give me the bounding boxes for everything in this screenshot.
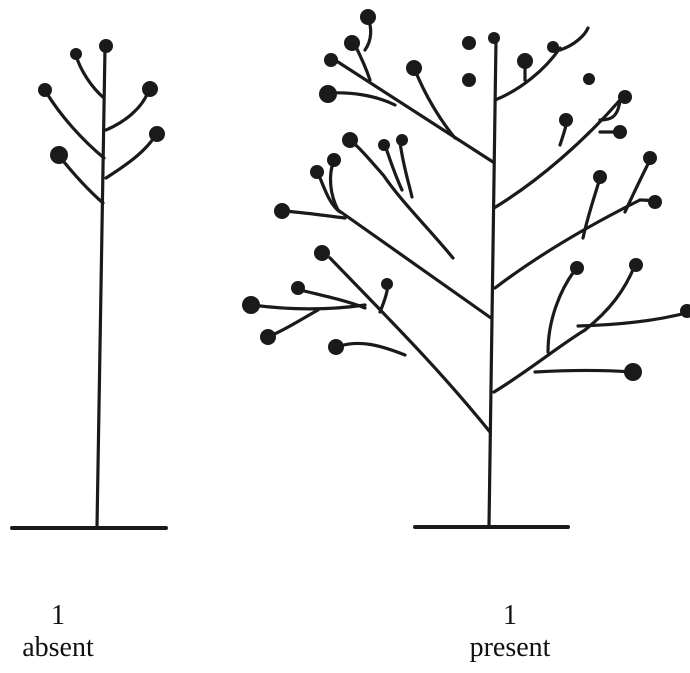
bud — [291, 281, 305, 295]
bud — [618, 90, 632, 104]
bud — [593, 170, 607, 184]
side-branch — [104, 134, 157, 180]
twig — [281, 209, 347, 220]
twig — [250, 303, 367, 311]
twig — [583, 263, 637, 332]
bud — [624, 363, 642, 381]
side-branch — [58, 155, 105, 205]
bud — [342, 132, 358, 148]
bud — [344, 35, 360, 51]
bud — [260, 329, 276, 345]
bud — [242, 296, 260, 314]
caption-present: 1 present — [450, 600, 570, 664]
bud — [629, 258, 643, 272]
side-branch — [104, 90, 150, 132]
branch — [336, 208, 493, 320]
bud — [327, 153, 341, 167]
bud — [149, 126, 165, 142]
bud — [274, 203, 290, 219]
bud — [583, 73, 595, 85]
main-stem-right — [487, 38, 498, 528]
twig — [398, 140, 414, 199]
bud — [50, 146, 68, 164]
bud — [378, 139, 390, 151]
panel-number-right: 1 — [503, 600, 517, 631]
twig — [558, 26, 590, 52]
bud — [648, 195, 662, 209]
bud — [99, 39, 113, 53]
branch — [493, 198, 642, 290]
side-branch — [74, 53, 106, 100]
twig — [623, 158, 652, 214]
bud — [381, 278, 393, 290]
twig — [576, 310, 690, 328]
plant-present — [242, 9, 690, 529]
branch — [493, 46, 562, 102]
bud — [310, 165, 324, 179]
bud — [324, 53, 338, 67]
bud — [517, 53, 533, 69]
twig — [413, 68, 457, 140]
bud — [488, 32, 500, 44]
bud — [406, 60, 422, 76]
bud — [462, 73, 476, 87]
bud — [547, 41, 559, 53]
bud — [462, 36, 476, 50]
bud — [314, 245, 330, 261]
twig — [598, 98, 622, 122]
side-branch — [44, 90, 106, 160]
bud — [559, 113, 573, 127]
bud — [319, 85, 337, 103]
branch — [336, 60, 495, 164]
twig — [348, 138, 455, 260]
twig — [298, 288, 367, 310]
bud — [613, 125, 627, 139]
branch — [492, 328, 587, 394]
panel-number-left: 1 — [51, 600, 65, 631]
bud — [643, 151, 657, 165]
bud — [38, 83, 52, 97]
bud — [396, 134, 408, 146]
panel-label-absent: absent — [22, 632, 94, 663]
caption-absent: 1 absent — [0, 600, 116, 664]
bud — [680, 304, 690, 318]
twig — [268, 308, 320, 338]
twig — [533, 368, 634, 374]
twig — [581, 176, 602, 240]
main-stem-left — [95, 46, 107, 529]
twig — [338, 341, 407, 357]
bud — [70, 48, 82, 60]
bud — [360, 9, 376, 25]
branch — [492, 98, 622, 210]
bud — [142, 81, 158, 97]
branch — [328, 256, 492, 434]
plant-absent — [10, 39, 168, 530]
twig — [328, 91, 397, 107]
twig — [546, 268, 577, 354]
panel-label-present: present — [469, 632, 551, 663]
bud — [570, 261, 584, 275]
bud — [328, 339, 344, 355]
